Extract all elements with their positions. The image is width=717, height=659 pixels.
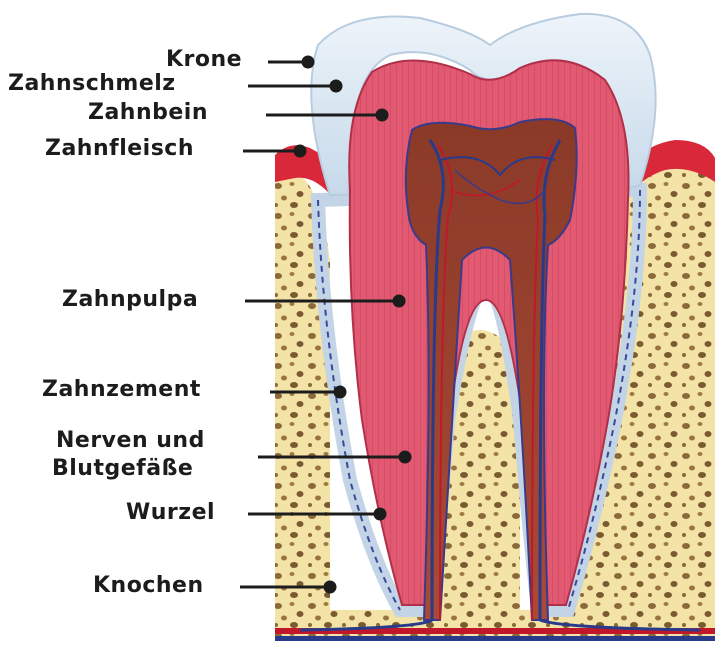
label-knochen: Knochen	[93, 573, 204, 599]
label-zahnbein: Zahnbein	[88, 100, 208, 126]
label-wurzel: Wurzel	[126, 500, 215, 526]
label-krone: Krone	[166, 47, 242, 73]
label-nerven-und: Nerven und	[56, 428, 205, 454]
label-zahnpulpa: Zahnpulpa	[62, 287, 198, 313]
label-zahnschmelz: Zahnschmelz	[8, 71, 176, 97]
label-zahnzement: Zahnzement	[42, 377, 201, 403]
label-zahnfleisch: Zahnfleisch	[45, 136, 194, 162]
label-blutgefaesse: Blutgefäße	[52, 456, 193, 482]
